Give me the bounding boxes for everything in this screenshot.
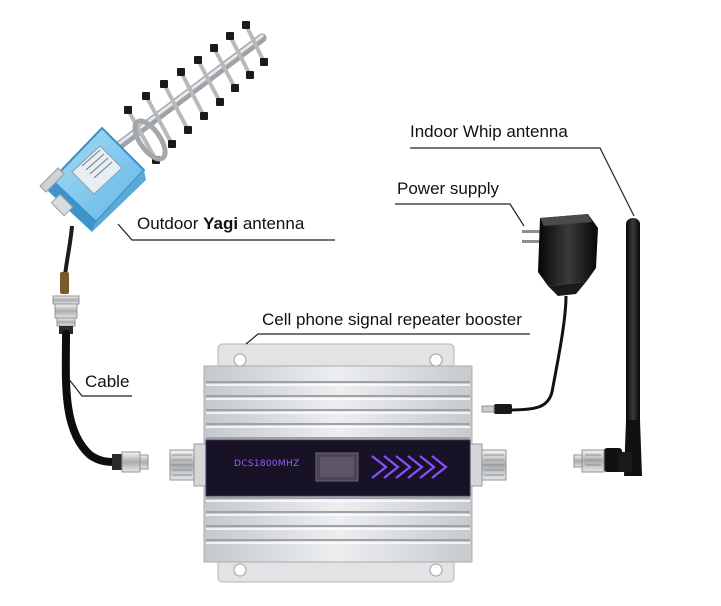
leader-yagi xyxy=(117,223,335,241)
label-outdoor-yagi-antenna: Outdoor Yagi antenna xyxy=(137,214,305,233)
coax-cable xyxy=(52,225,149,473)
leader-booster xyxy=(245,333,530,345)
booster-output-port xyxy=(469,443,507,487)
label-cable: Cable xyxy=(85,372,130,391)
booster-input-port xyxy=(169,443,207,487)
leader-lines xyxy=(67,147,635,397)
label-indoor-antenna: Indoor Whip antenna xyxy=(410,122,568,141)
lcd-band-text: DCS1800MHZ xyxy=(234,459,300,469)
label-booster: Cell phone signal repeater booster xyxy=(262,310,522,329)
leader-indoor xyxy=(410,147,635,217)
leader-cable xyxy=(67,377,132,397)
repeater-booster xyxy=(169,343,507,583)
yagi-antenna xyxy=(39,21,268,232)
booster-display-panel xyxy=(205,439,471,497)
power-adapter xyxy=(481,214,598,414)
label-power-supply: Power supply xyxy=(397,179,500,198)
signal-chevrons xyxy=(371,455,448,479)
leader-power xyxy=(395,203,525,227)
whip-antenna xyxy=(573,218,642,476)
